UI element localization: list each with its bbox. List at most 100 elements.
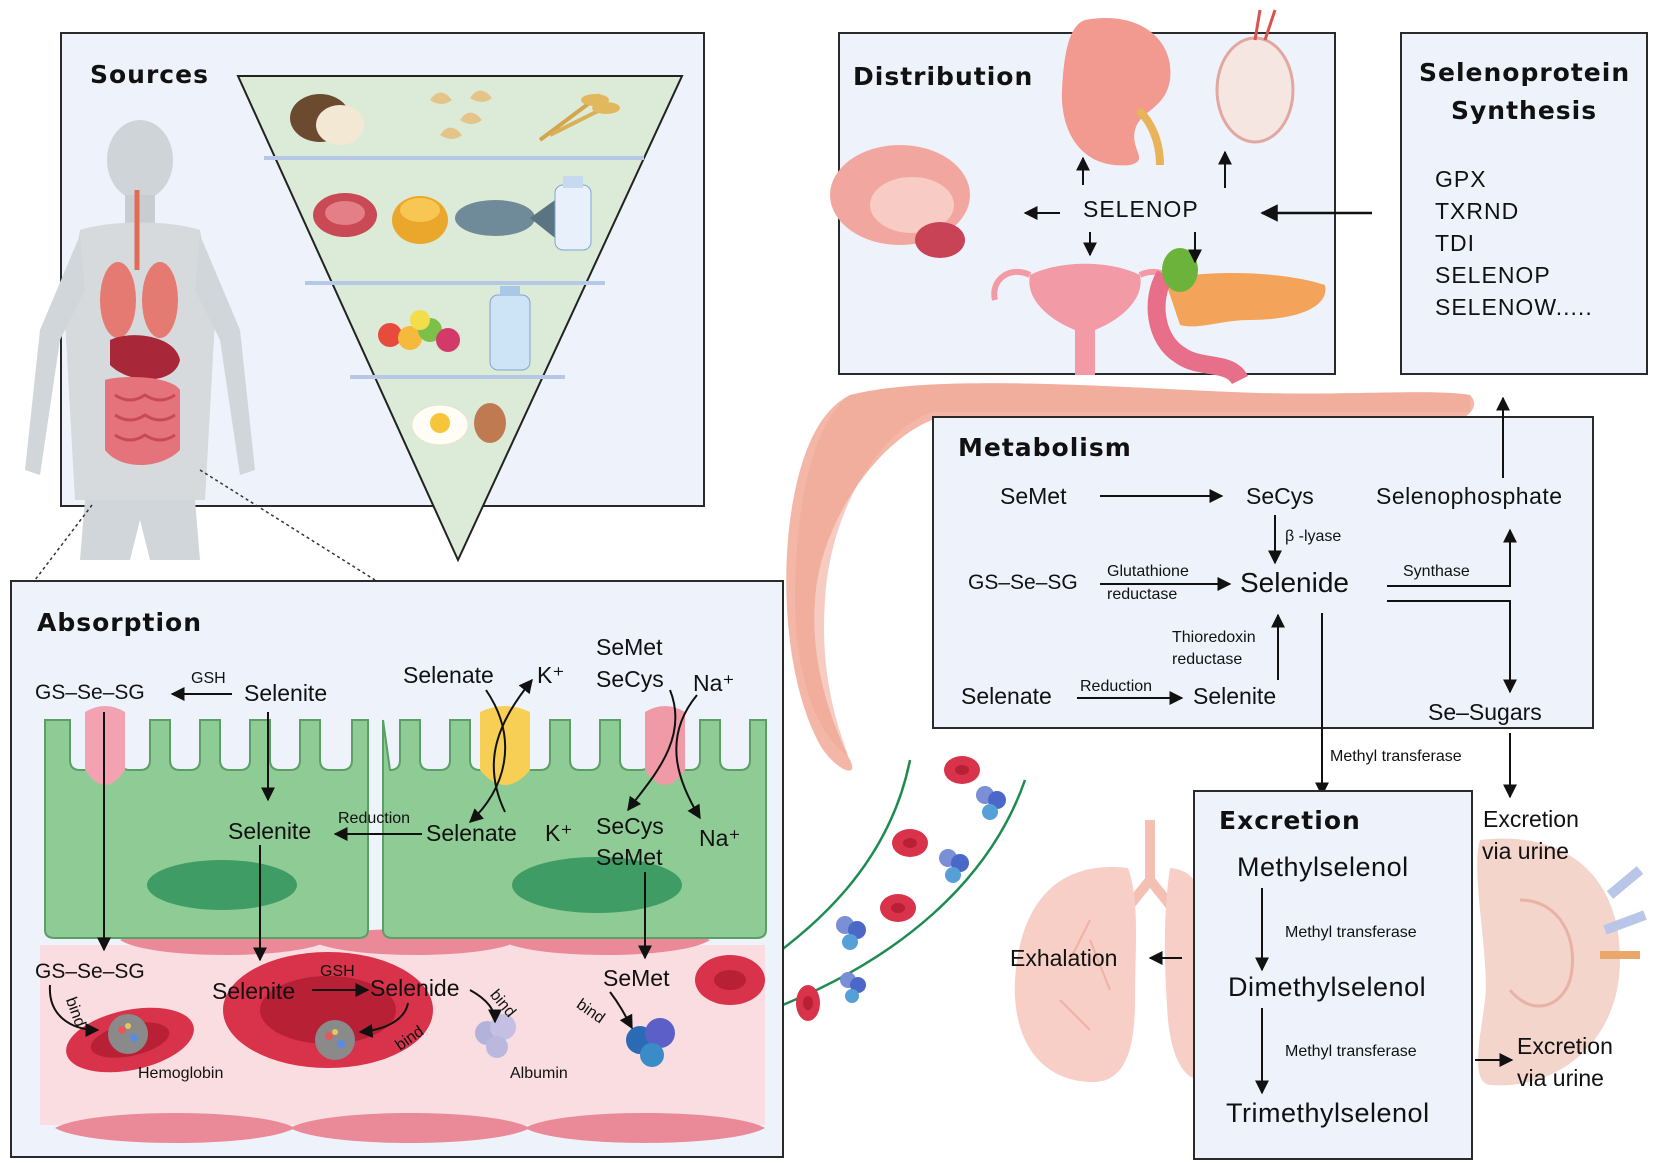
exhalation-label: Exhalation bbox=[1010, 945, 1118, 971]
absorption-na-cell: Na⁺ bbox=[699, 825, 741, 851]
albumin-molecule bbox=[475, 1014, 516, 1058]
kidney-icon bbox=[1061, 18, 1171, 166]
urine-bottom-label-2: via urine bbox=[1517, 1065, 1604, 1091]
metabolism-secys: SeCys bbox=[1246, 483, 1314, 509]
metabolism-title: Metabolism bbox=[958, 433, 1132, 462]
arrow-selenide-selenophosphate bbox=[1387, 528, 1517, 587]
fruits-icon bbox=[378, 310, 460, 352]
synthesis-item: SELENOW..... bbox=[1435, 294, 1593, 320]
absorption-semet-blood: SeMet bbox=[603, 965, 670, 991]
excretion-title: Excretion bbox=[1219, 806, 1361, 835]
urine-top-label-2: via urine bbox=[1482, 838, 1569, 864]
urine-bottom-label-1: Excretion bbox=[1517, 1033, 1613, 1059]
metabolism-thioredoxin-label-2: reductase bbox=[1172, 651, 1243, 668]
metabolism-reduction-label: Reduction bbox=[1080, 678, 1153, 695]
absorption-selenite-top: Selenite bbox=[244, 680, 328, 706]
absorption-k-cell: K⁺ bbox=[545, 820, 573, 846]
brazil-nut-icon bbox=[290, 94, 364, 145]
excretion-methyl-transferase-2: Methyl transferase bbox=[1285, 1043, 1417, 1060]
metabolism-se-sugars: Se–Sugars bbox=[1428, 699, 1542, 725]
albumin-molecules-vessel bbox=[836, 786, 1006, 1003]
blood-vessel-line bbox=[769, 779, 1027, 1012]
arrow-bind-albumin-semet bbox=[609, 991, 633, 1030]
bread-icon bbox=[392, 196, 448, 244]
arrow-na-transport bbox=[675, 694, 701, 820]
absorption-selenite-blood: Selenite bbox=[212, 978, 296, 1004]
excretion-methylselenol: Methylselenol bbox=[1237, 852, 1409, 882]
absorption-na-top: Na⁺ bbox=[693, 670, 735, 696]
testis-icon bbox=[1215, 9, 1295, 144]
metabolism-selenate: Selenate bbox=[961, 683, 1052, 709]
arrow-k-transport bbox=[492, 678, 533, 813]
absorption-k-top: K⁺ bbox=[537, 662, 565, 688]
nucleus-right bbox=[512, 857, 682, 913]
metabolism-panel bbox=[932, 416, 1594, 729]
selenop-hub: SELENOP bbox=[1083, 196, 1199, 222]
excretion-dimethylselenol: Dimethylselenol bbox=[1228, 972, 1427, 1002]
arrow-bind-hemoglobin-center bbox=[358, 1002, 409, 1038]
hemoglobin-molecule bbox=[315, 1020, 355, 1060]
metabolism-semet: SeMet bbox=[1000, 483, 1067, 509]
synthesis-item: GPX bbox=[1435, 166, 1487, 192]
arrow-selenate-transport bbox=[468, 689, 507, 823]
albumin-molecule-bound bbox=[626, 1018, 675, 1067]
absorption-albumin-label: Albumin bbox=[510, 1065, 568, 1082]
metabolism-selenite: Selenite bbox=[1193, 683, 1277, 709]
synthesis-item: TXRND bbox=[1435, 198, 1520, 224]
absorption-secys-top: SeCys bbox=[596, 666, 664, 692]
absorption-secys-cell: SeCys bbox=[596, 813, 664, 839]
synthesis-title-line2: Synthesis bbox=[1451, 96, 1598, 125]
arrow-bind-albumin bbox=[469, 989, 502, 1024]
synthesis-panel bbox=[1400, 32, 1648, 375]
metabolism-selenophosphate: Selenophosphate bbox=[1376, 483, 1563, 509]
excretion-methyl-transferase-1: Methyl transferase bbox=[1285, 924, 1417, 941]
cashew-icon bbox=[430, 90, 492, 139]
absorption-selenite-cell: Selenite bbox=[228, 818, 312, 844]
absorption-gsseg-top: GS–Se–SG bbox=[35, 681, 145, 704]
sources-title: Sources bbox=[90, 60, 209, 89]
arrow-secys-transport bbox=[627, 689, 677, 812]
fried-egg-icon bbox=[411, 404, 469, 446]
absorption-gsh-label-2: GSH bbox=[320, 963, 355, 980]
metabolism-synthase-label: Synthase bbox=[1403, 563, 1470, 580]
fish-icon bbox=[455, 200, 555, 238]
distribution-title: Distribution bbox=[853, 62, 1034, 91]
absorption-selenate-top: Selenate bbox=[403, 662, 494, 688]
wheat-icon bbox=[538, 93, 620, 142]
water-bottle-icon bbox=[489, 286, 531, 371]
absorption-selenide-blood: Selenide bbox=[370, 975, 460, 1001]
absorption-semet-cell: SeMet bbox=[596, 844, 663, 870]
absorption-semet-top: SeMet bbox=[596, 634, 663, 660]
excretion-panel bbox=[1193, 790, 1473, 1160]
hemoglobin-molecule bbox=[108, 1014, 148, 1054]
absorption-reduction-label: Reduction bbox=[338, 810, 411, 827]
metabolism-beta-lyase: β -lyase bbox=[1285, 528, 1342, 545]
kidney-section-illustration bbox=[1477, 838, 1647, 1086]
metabolism-glutathione-label-2: reductase bbox=[1107, 586, 1178, 603]
metabolism-selenide: Selenide bbox=[1240, 567, 1349, 598]
absorption-gsh-label-1: GSH bbox=[191, 670, 226, 687]
synthesis-item: SELENOP bbox=[1435, 262, 1551, 288]
metabolism-methyl-transferase-label: Methyl transferase bbox=[1330, 748, 1462, 765]
metabolism-thioredoxin-label: Thioredoxin bbox=[1172, 629, 1256, 646]
egg-icon bbox=[474, 403, 506, 443]
milk-bottle-icon bbox=[554, 176, 592, 251]
metabolism-glutathione-label: Glutathione bbox=[1107, 563, 1189, 580]
excretion-trimethylselenol: Trimethylselenol bbox=[1226, 1098, 1430, 1128]
absorption-title: Absorption bbox=[37, 608, 203, 637]
rbc-group bbox=[796, 756, 980, 1021]
synthesis-item: TDI bbox=[1435, 230, 1476, 256]
meat-icon bbox=[313, 193, 377, 237]
synthesis-title-line1: Selenoprotein bbox=[1419, 58, 1631, 87]
absorption-gsseg-blood: GS–Se–SG bbox=[35, 960, 145, 983]
arrow-selenide-se-sugars bbox=[1387, 600, 1517, 694]
arrow-bind-hemoglobin-left bbox=[48, 984, 100, 1037]
